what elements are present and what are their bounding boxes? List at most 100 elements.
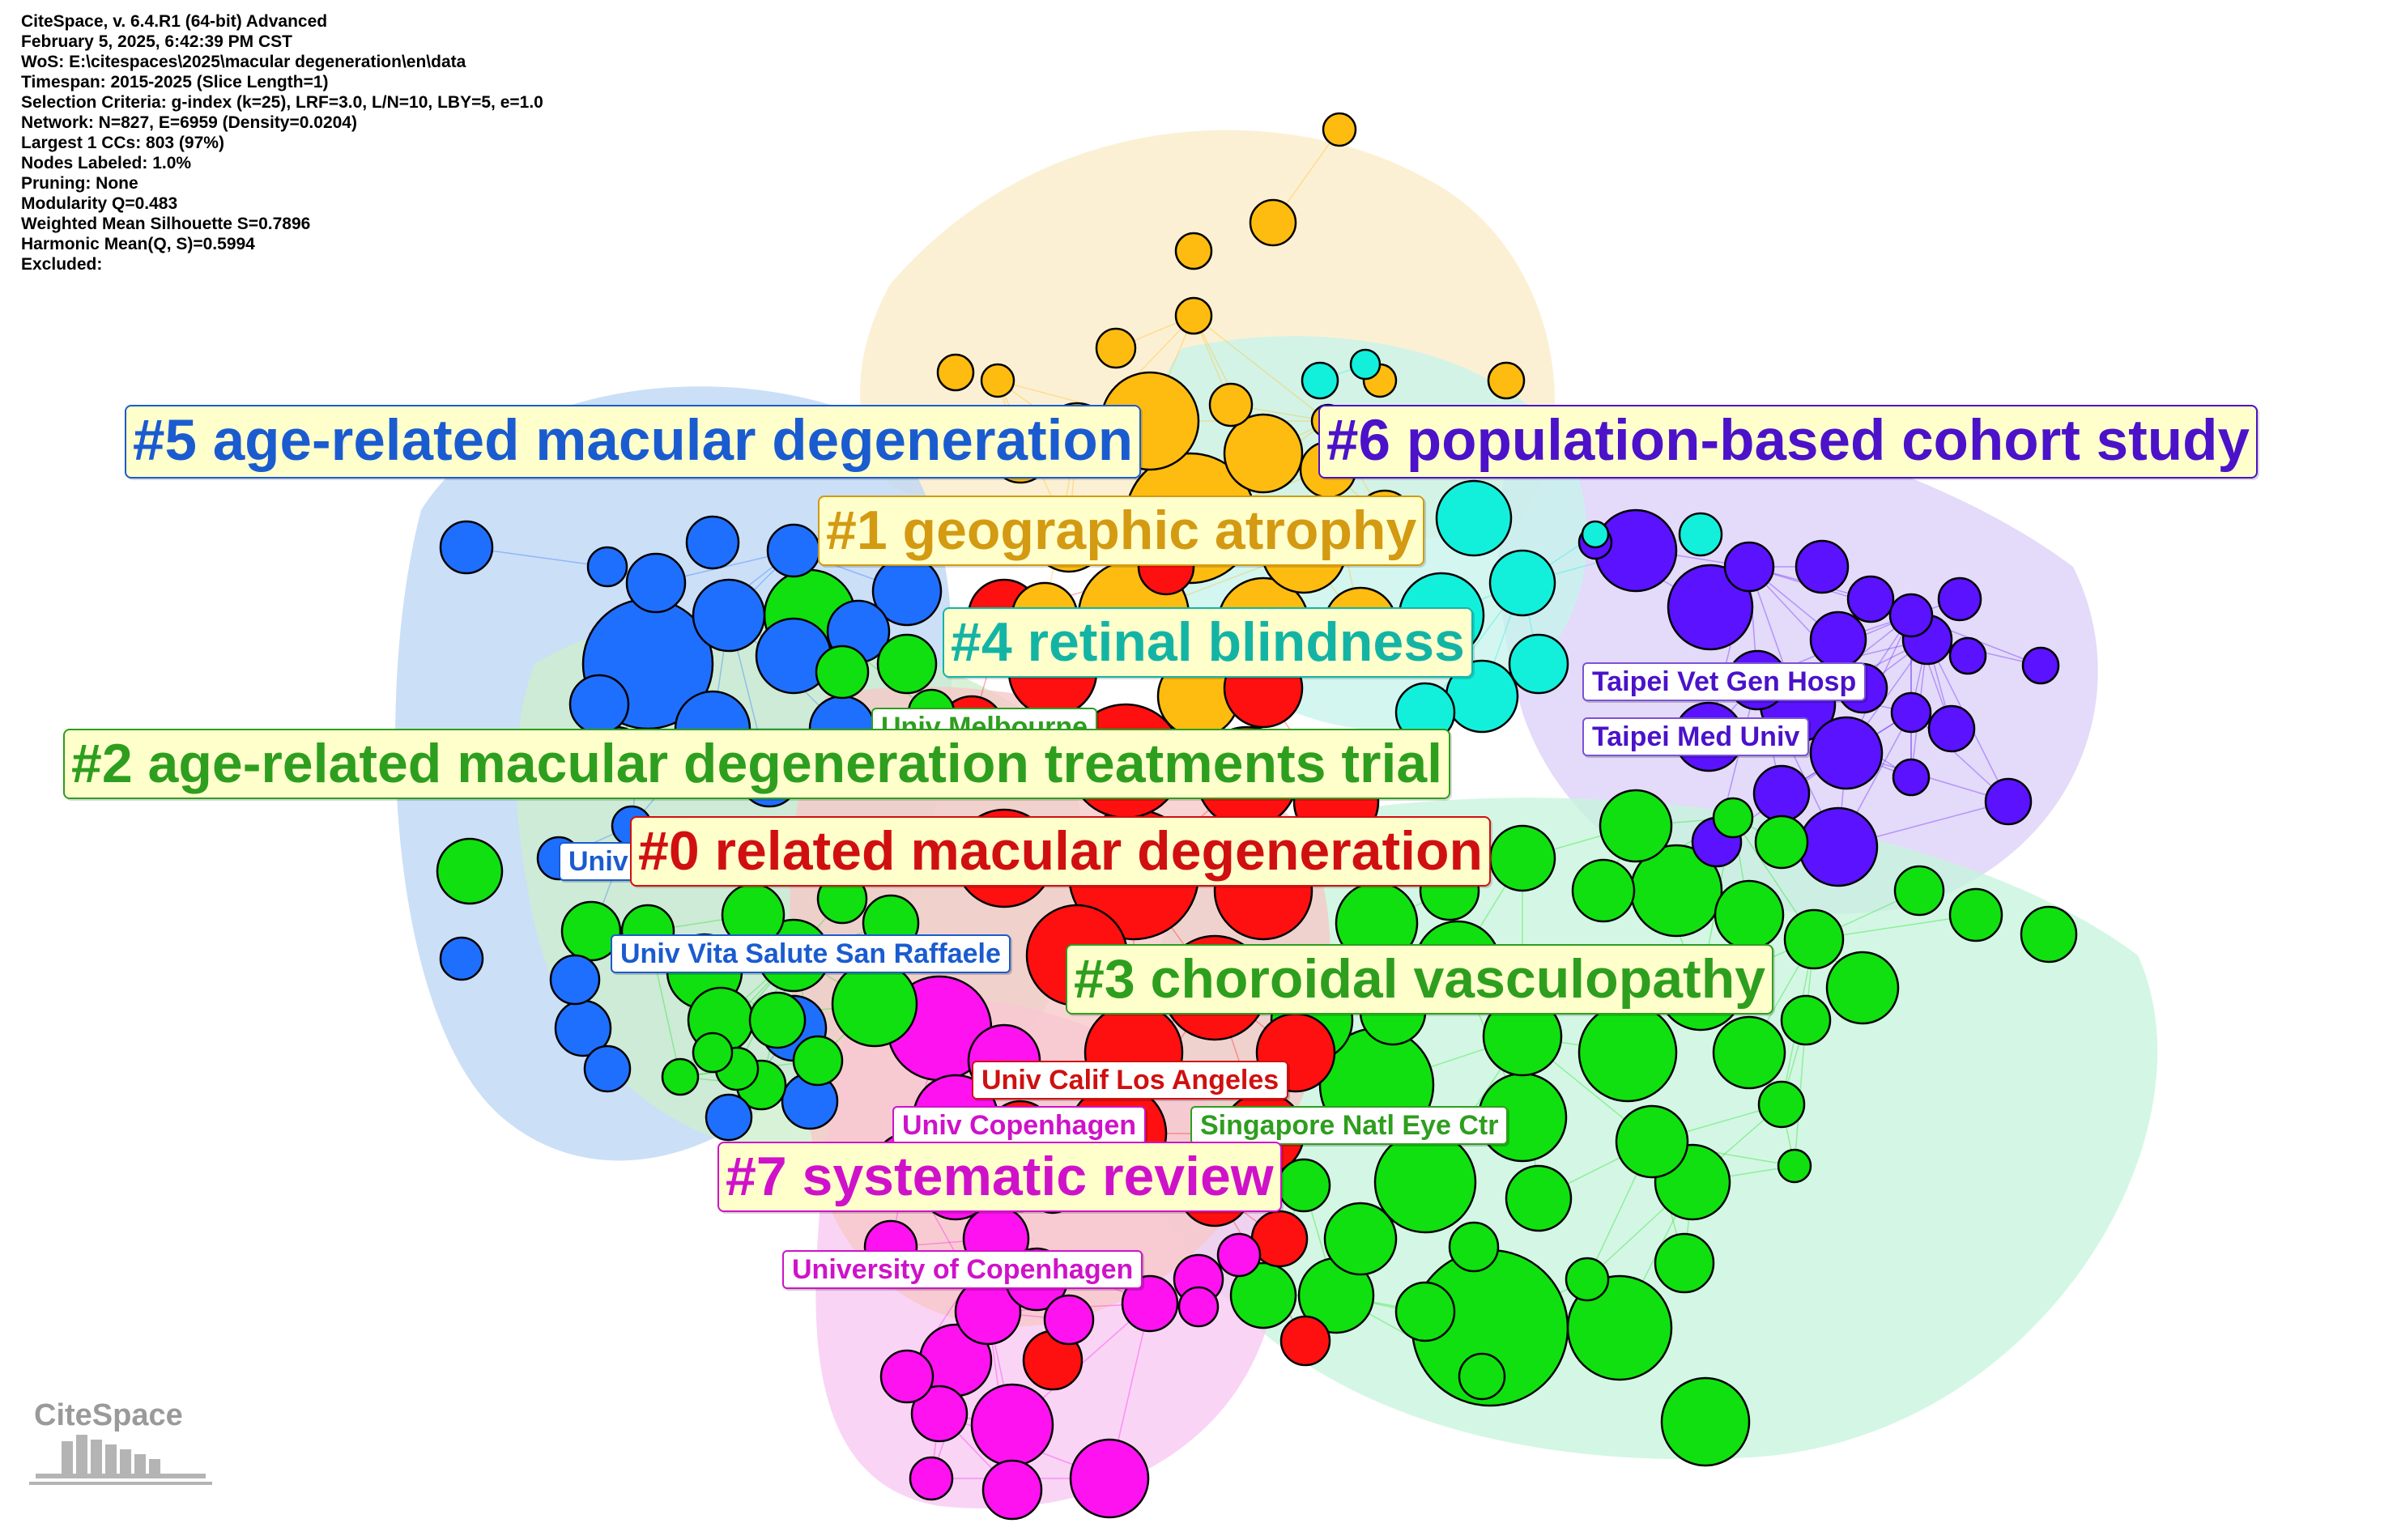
network-node-3[interactable] xyxy=(1712,1015,1786,1090)
network-node-3[interactable] xyxy=(1276,1158,1331,1213)
network-node-6[interactable] xyxy=(1795,539,1850,594)
network-node-7[interactable] xyxy=(1177,1286,1220,1328)
network-node-3[interactable] xyxy=(1229,1261,1297,1329)
network-node-1[interactable] xyxy=(1174,296,1213,335)
network-node-6[interactable] xyxy=(1846,575,1895,623)
network-node-3[interactable] xyxy=(1565,1257,1610,1302)
network-node-4[interactable] xyxy=(1349,348,1382,381)
network-node-4[interactable] xyxy=(1435,479,1513,557)
node-label-univ-vita-salute-san-raffaele[interactable]: Univ Vita Salute San Raffaele xyxy=(611,934,1011,974)
network-node-5[interactable] xyxy=(685,515,740,570)
network-node-3[interactable] xyxy=(1660,1376,1751,1467)
network-node-1[interactable] xyxy=(980,363,1015,398)
network-node-3[interactable] xyxy=(1323,1202,1398,1276)
network-node-6[interactable] xyxy=(1809,716,1884,790)
cluster-label-4[interactable]: #4 retinal blindness xyxy=(943,607,1473,678)
network-node-4[interactable] xyxy=(1508,633,1569,695)
network-node-5[interactable] xyxy=(625,552,687,614)
network-node-3[interactable] xyxy=(1488,824,1556,892)
network-node-1[interactable] xyxy=(1487,361,1526,400)
node-label-univ-calif-los-angeles[interactable]: Univ Calif Los Angeles xyxy=(972,1061,1289,1100)
network-node-2[interactable] xyxy=(661,1057,700,1096)
network-node-6[interactable] xyxy=(1927,704,1976,753)
network-node-1[interactable] xyxy=(1223,413,1304,494)
network-node-3[interactable] xyxy=(1566,1274,1673,1381)
network-node-2[interactable] xyxy=(831,960,918,1048)
network-node-2[interactable] xyxy=(436,837,504,905)
network-node-7[interactable] xyxy=(1069,1438,1150,1519)
network-node-1[interactable] xyxy=(1095,327,1137,369)
network-node-3[interactable] xyxy=(1615,1104,1689,1179)
network-node-5[interactable] xyxy=(439,520,494,575)
network-node-3[interactable] xyxy=(1599,789,1673,863)
network-node-3[interactable] xyxy=(1577,1002,1678,1103)
network-node-6[interactable] xyxy=(1948,636,1987,675)
network-node-1[interactable] xyxy=(936,353,975,392)
cluster-label-5[interactable]: #5 age-related macular degeneration xyxy=(125,405,1142,479)
node-label-univ-copenhagen[interactable]: Univ Copenhagen xyxy=(892,1106,1147,1146)
network-node-7[interactable] xyxy=(879,1349,935,1404)
network-node-6[interactable] xyxy=(1892,758,1931,797)
network-node-6[interactable] xyxy=(1984,777,2033,826)
network-node-3[interactable] xyxy=(1948,887,2003,942)
network-node-6[interactable] xyxy=(1937,576,1982,622)
network-node-7[interactable] xyxy=(970,1383,1054,1467)
network-node-5[interactable] xyxy=(705,1093,753,1142)
network-node-3[interactable] xyxy=(1505,1164,1573,1232)
network-node-3[interactable] xyxy=(1777,1148,1812,1184)
cluster-label-6[interactable]: #6 population-based cohort study xyxy=(1318,405,2259,479)
network-node-4[interactable] xyxy=(1488,549,1556,617)
network-node-0[interactable] xyxy=(1279,1315,1331,1367)
network-node-2[interactable] xyxy=(792,1035,844,1087)
network-node-3[interactable] xyxy=(1825,951,1900,1025)
network-node-3[interactable] xyxy=(1448,1221,1500,1273)
network-node-2[interactable] xyxy=(815,645,870,700)
network-node-3[interactable] xyxy=(2020,905,2078,964)
network-node-3[interactable] xyxy=(1654,1232,1715,1294)
network-node-3[interactable] xyxy=(1394,1281,1456,1342)
network-node-5[interactable] xyxy=(766,523,821,578)
network-node-6[interactable] xyxy=(1723,541,1775,593)
network-node-6[interactable] xyxy=(1890,691,1932,734)
network-node-3[interactable] xyxy=(1783,908,1845,970)
network-node-7[interactable] xyxy=(909,1456,954,1501)
network-node-3[interactable] xyxy=(1757,1080,1806,1129)
network-node-5[interactable] xyxy=(549,954,601,1006)
network-node-5[interactable] xyxy=(583,1044,632,1093)
network-node-3[interactable] xyxy=(1714,879,1785,951)
network-node-6[interactable] xyxy=(1752,764,1811,823)
cluster-label-0[interactable]: #0 related macular degeneration xyxy=(630,816,1492,887)
network-node-5[interactable] xyxy=(568,674,630,735)
network-node-6[interactable] xyxy=(2021,646,2060,685)
network-node-3[interactable] xyxy=(1458,1352,1506,1401)
network-node-5[interactable] xyxy=(439,936,484,981)
node-label-taipei-vet-gen-hosp[interactable]: Taipei Vet Gen Hosp xyxy=(1582,662,1867,702)
node-label-singapore-natl-eye-ctr[interactable]: Singapore Natl Eye Ctr xyxy=(1190,1106,1509,1146)
network-node-7[interactable] xyxy=(981,1459,1043,1521)
network-node-5[interactable] xyxy=(586,546,628,588)
network-node-7[interactable] xyxy=(1043,1294,1095,1346)
network-node-5[interactable] xyxy=(692,578,766,653)
network-node-1[interactable] xyxy=(1249,198,1297,247)
network-node-7[interactable] xyxy=(1216,1232,1262,1278)
network-node-2[interactable] xyxy=(876,633,938,695)
network-node-3[interactable] xyxy=(1780,994,1832,1046)
network-node-4[interactable] xyxy=(1301,361,1339,400)
network-node-6[interactable] xyxy=(1809,610,1867,669)
network-node-6[interactable] xyxy=(1798,806,1879,887)
network-node-2[interactable] xyxy=(692,1032,734,1074)
cluster-label-1[interactable]: #1 geographic atrophy xyxy=(818,496,1425,566)
network-node-6[interactable] xyxy=(1888,593,1934,638)
network-node-1[interactable] xyxy=(1174,232,1213,270)
network-node-3[interactable] xyxy=(1754,815,1809,870)
network-node-2[interactable] xyxy=(748,991,807,1049)
network-node-1[interactable] xyxy=(1322,112,1357,147)
network-node-4[interactable] xyxy=(1581,520,1610,549)
network-node-1[interactable] xyxy=(1208,382,1254,428)
network-node-4[interactable] xyxy=(1678,512,1723,557)
node-label-taipei-med-univ[interactable]: Taipei Med Univ xyxy=(1582,717,1810,757)
network-node-3[interactable] xyxy=(1712,797,1754,839)
network-node-7[interactable] xyxy=(1121,1274,1179,1333)
network-node-7[interactable] xyxy=(910,1385,969,1443)
cluster-label-2[interactable]: #2 age-related macular degeneration trea… xyxy=(63,729,1451,799)
